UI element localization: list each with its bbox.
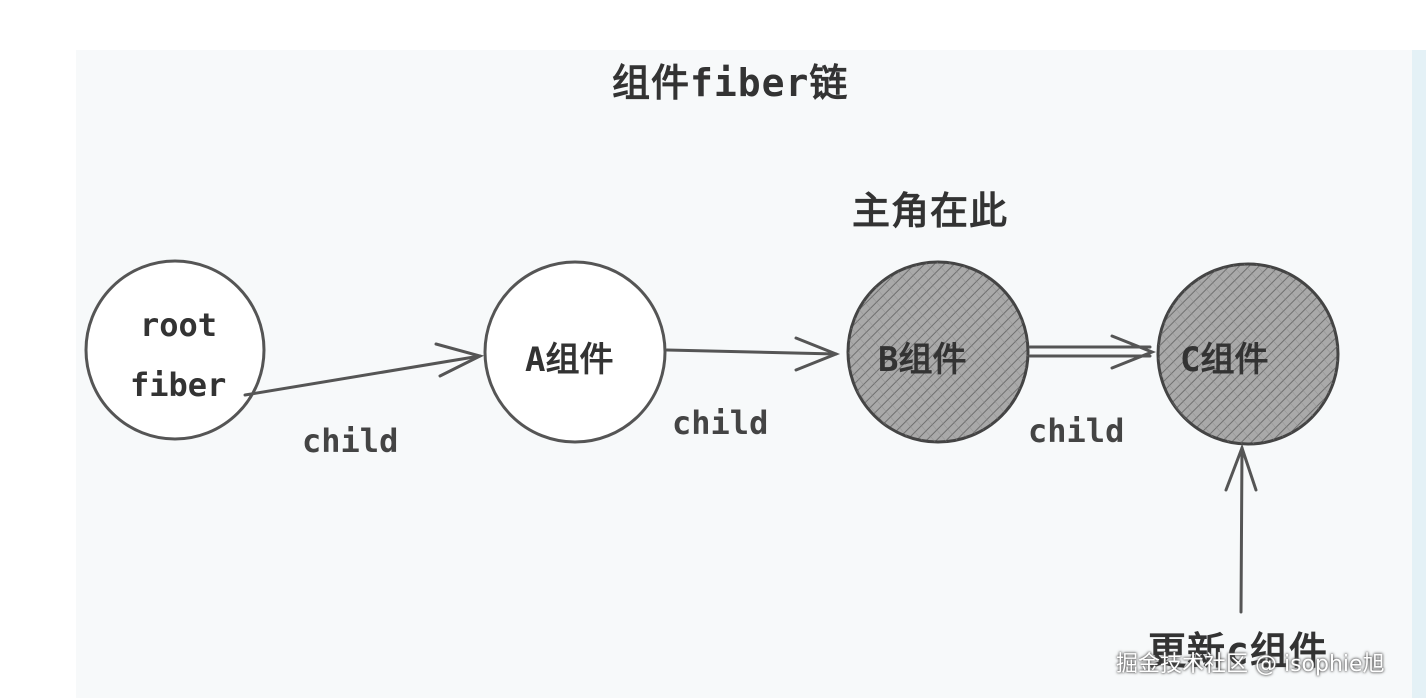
c-node-label: C组件 bbox=[1180, 340, 1269, 380]
a-node-label: A组件 bbox=[525, 340, 614, 380]
root-fiber-node bbox=[84, 259, 266, 441]
watermark: 掘金技术社区 @ isophie旭 bbox=[1116, 652, 1385, 677]
edge-label-b-c: child bbox=[1028, 412, 1125, 450]
b-component-node-overlay bbox=[848, 262, 1028, 442]
edge-label-root-a: child bbox=[302, 422, 399, 460]
edge-label-a-b: child bbox=[672, 404, 769, 442]
canvas-edge-strip bbox=[1412, 50, 1426, 698]
root-node-label-line1: root bbox=[140, 306, 218, 344]
arrow-root-to-a bbox=[243, 342, 485, 397]
arrow-b-to-c bbox=[1028, 334, 1157, 370]
a-component-node bbox=[483, 260, 667, 444]
arrow-update-to-c bbox=[1224, 443, 1258, 614]
root-node-label-line2: fiber bbox=[130, 366, 227, 404]
c-component-node-overlay bbox=[1158, 264, 1338, 444]
diagram-title: 组件fiber链 bbox=[612, 61, 849, 105]
update-c-label: 更新c组件 bbox=[1148, 629, 1328, 673]
b-node-label: B组件 bbox=[878, 340, 967, 380]
protagonist-label: 主角在此 bbox=[852, 189, 1009, 233]
arrow-a-to-b bbox=[665, 336, 841, 372]
